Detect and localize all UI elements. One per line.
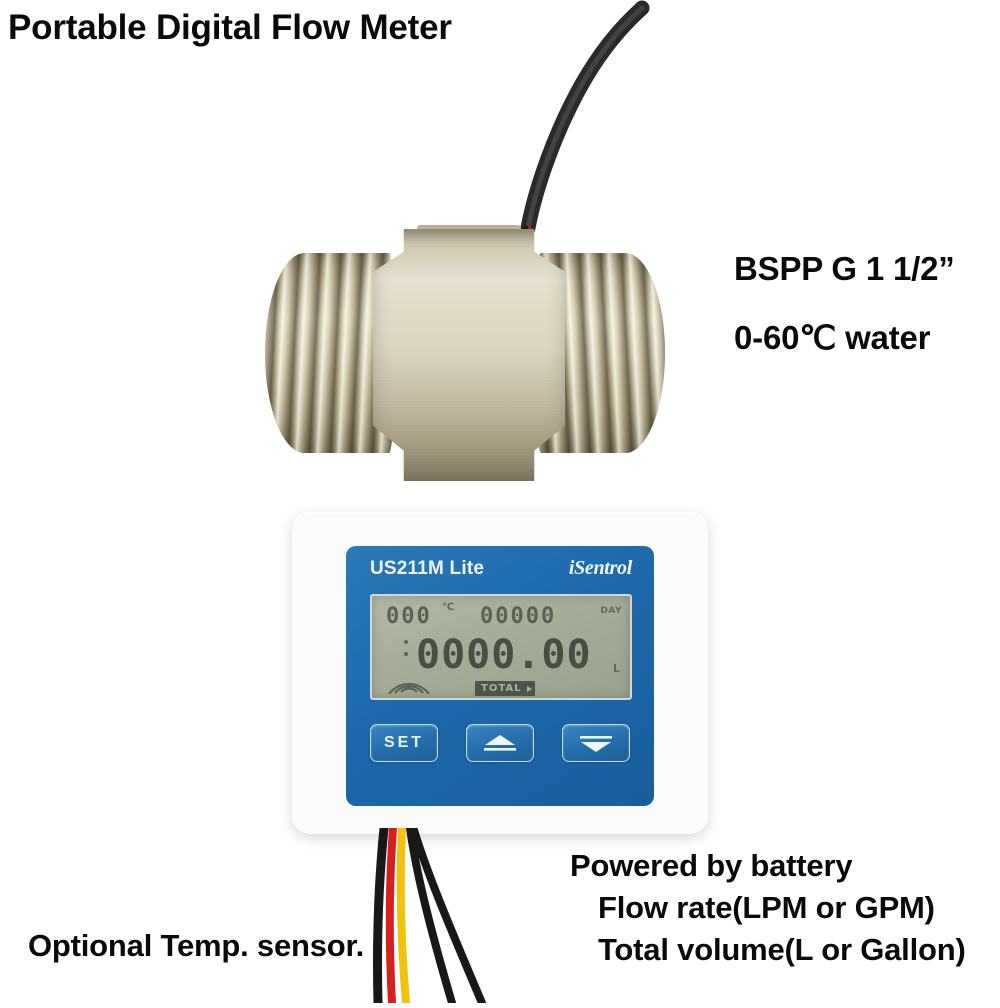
lcd-total-mode-badge: TOTAL — [475, 681, 536, 696]
sensor-top-cable — [470, 0, 670, 253]
wire-red — [385, 824, 397, 1007]
colon-dot — [404, 652, 408, 656]
set-button-label: SET — [383, 734, 425, 751]
wire-black-3 — [410, 826, 486, 1007]
arrow-up-icon — [467, 725, 533, 761]
down-button[interactable] — [562, 724, 630, 762]
lcd-main-value: 0000.00 — [416, 632, 592, 678]
up-button[interactable] — [466, 724, 534, 762]
feature-power-label: Powered by battery — [570, 848, 853, 883]
digital-flow-meter: US211M Lite iSentrol 000 ℃ 00000 DAY 000… — [292, 512, 708, 834]
meter-model-label: US211M Lite — [370, 558, 485, 579]
meter-front-panel: US211M Lite iSentrol 000 ℃ 00000 DAY 000… — [346, 546, 654, 806]
brushed-metal-texture — [373, 229, 565, 481]
spec-thread-label: BSPP G 1 1/2” — [734, 250, 955, 287]
page-title: Portable Digital Flow Meter — [8, 8, 452, 47]
lcd-temperature-unit: ℃ — [442, 602, 455, 613]
signal-wave-icon — [386, 668, 432, 695]
meter-wire-bundle — [320, 823, 550, 1008]
top-cable-svg — [512, 0, 650, 253]
wire-yellow — [396, 824, 410, 1007]
total-arrow-icon — [527, 685, 533, 692]
feature-flow-rate-label: Flow rate(LPM or GPM) — [598, 890, 935, 925]
wire-black-1 — [372, 823, 389, 1008]
cable-sheath-outer — [520, 0, 650, 236]
feature-total-volume-label: Total volume(L or Gallon) — [598, 932, 966, 967]
cable-sheath-highlight — [525, 5, 645, 231]
lcd-colon-indicator — [404, 640, 408, 670]
wire-black-2 — [406, 824, 456, 1007]
total-badge-text: TOTAL — [481, 683, 522, 694]
optional-temp-sensor-label: Optional Temp. sensor. — [28, 928, 365, 963]
lcd-screen: 000 ℃ 00000 DAY 0000.00 L — [370, 594, 632, 700]
lcd-day-value: 00000 — [480, 604, 557, 629]
lcd-day-label: DAY — [600, 606, 622, 616]
lcd-main-unit: L — [612, 662, 620, 675]
set-button[interactable]: SET — [370, 724, 438, 762]
lcd-temperature-value: 000 — [386, 604, 432, 629]
meter-brand-label: iSentrol — [568, 557, 632, 579]
colon-dot — [404, 640, 408, 644]
arrow-down-icon — [563, 725, 629, 761]
meter-branding-row: US211M Lite iSentrol — [346, 556, 654, 586]
bottom-wires-svg — [372, 823, 486, 1008]
sensor-hex-housing — [373, 229, 565, 481]
spec-temperature-label: 0-60℃ water — [734, 319, 931, 356]
flow-sensor-body — [265, 225, 665, 485]
